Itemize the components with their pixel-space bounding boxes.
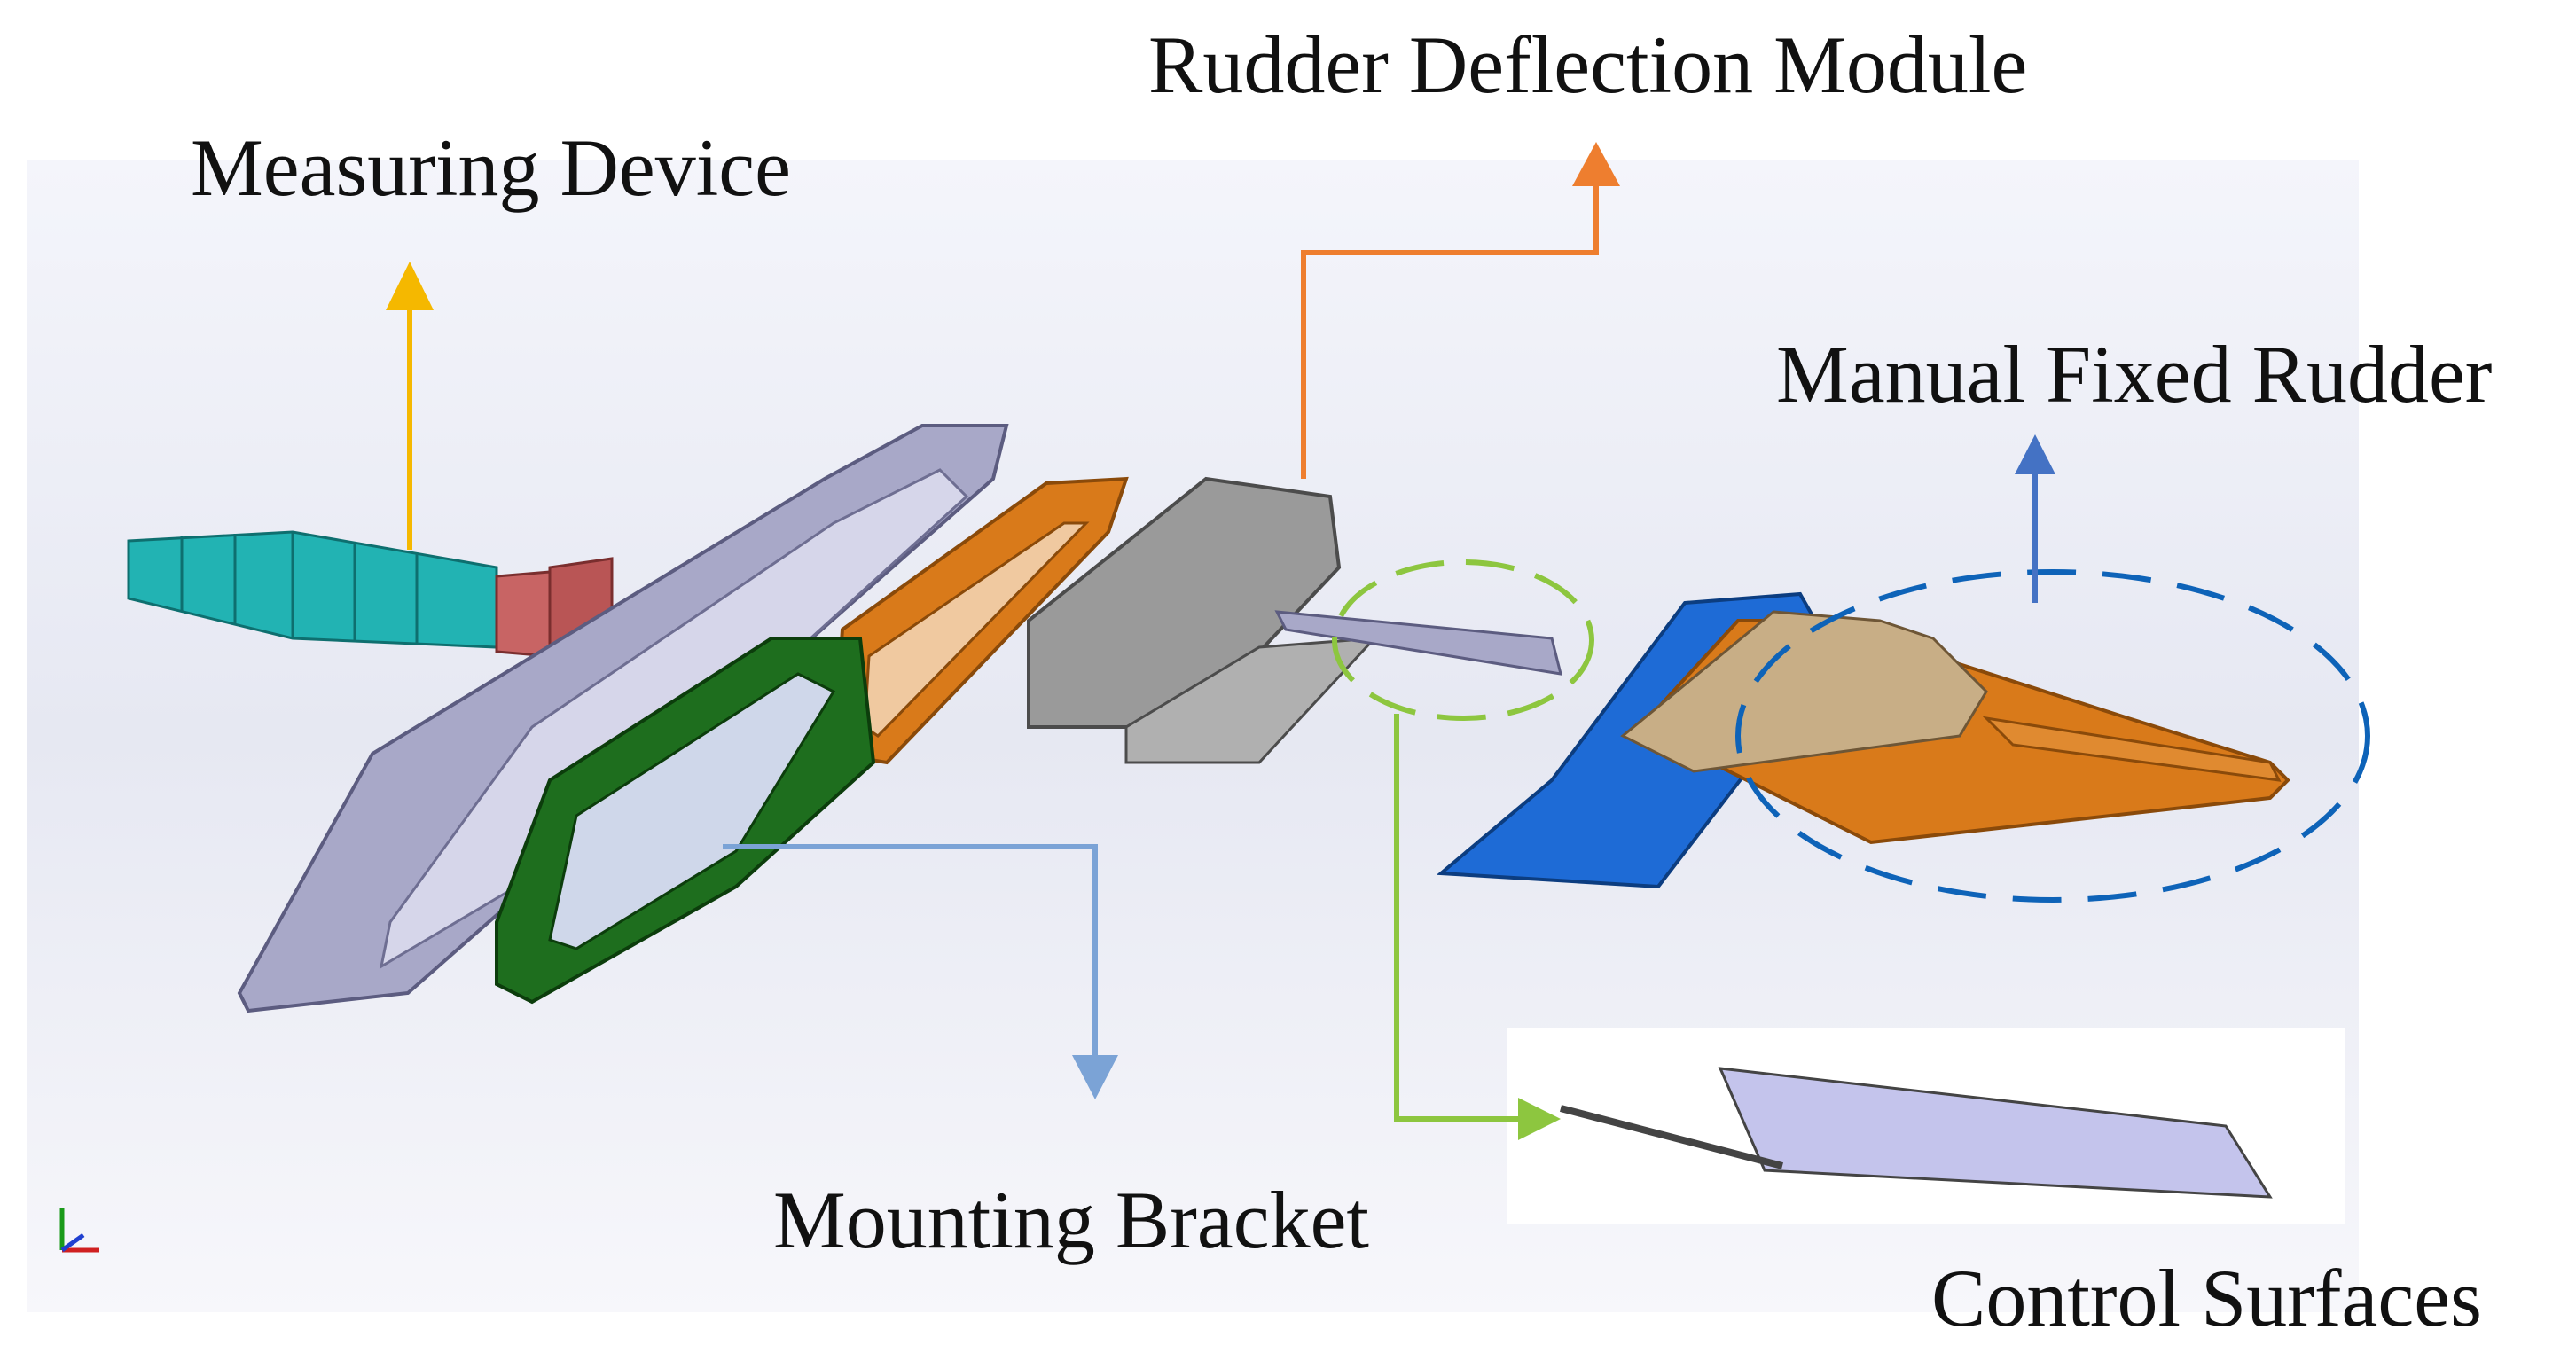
manual-fixed-rudder	[1436, 591, 2290, 889]
control-surface-highlight	[1332, 559, 1594, 721]
label-rudder-deflection-module: Rudder Deflection Module	[1148, 20, 2028, 110]
axis-triad-icon	[59, 1208, 99, 1253]
label-mounting-bracket: Mounting Bracket	[773, 1175, 1369, 1265]
label-measuring-device: Measuring Device	[191, 122, 791, 213]
manual-fixed-rudder-highlight	[1735, 569, 2370, 903]
control-surfaces-leader	[1394, 714, 1561, 1140]
rudder-deflection-module	[1027, 476, 1563, 764]
green-bracket	[495, 637, 876, 1005]
manual-fixed-rudder-leader	[2015, 434, 2055, 603]
mounting-bracket-leader	[723, 844, 1118, 1099]
rudder-deflection-leader	[1301, 142, 1620, 479]
measuring-device-leader	[386, 262, 434, 550]
label-manual-fixed-rudder: Manual Fixed Rudder	[1776, 329, 2493, 419]
control-surface	[1559, 1067, 2273, 1199]
label-control-surfaces: Control Surfaces	[1931, 1253, 2482, 1343]
